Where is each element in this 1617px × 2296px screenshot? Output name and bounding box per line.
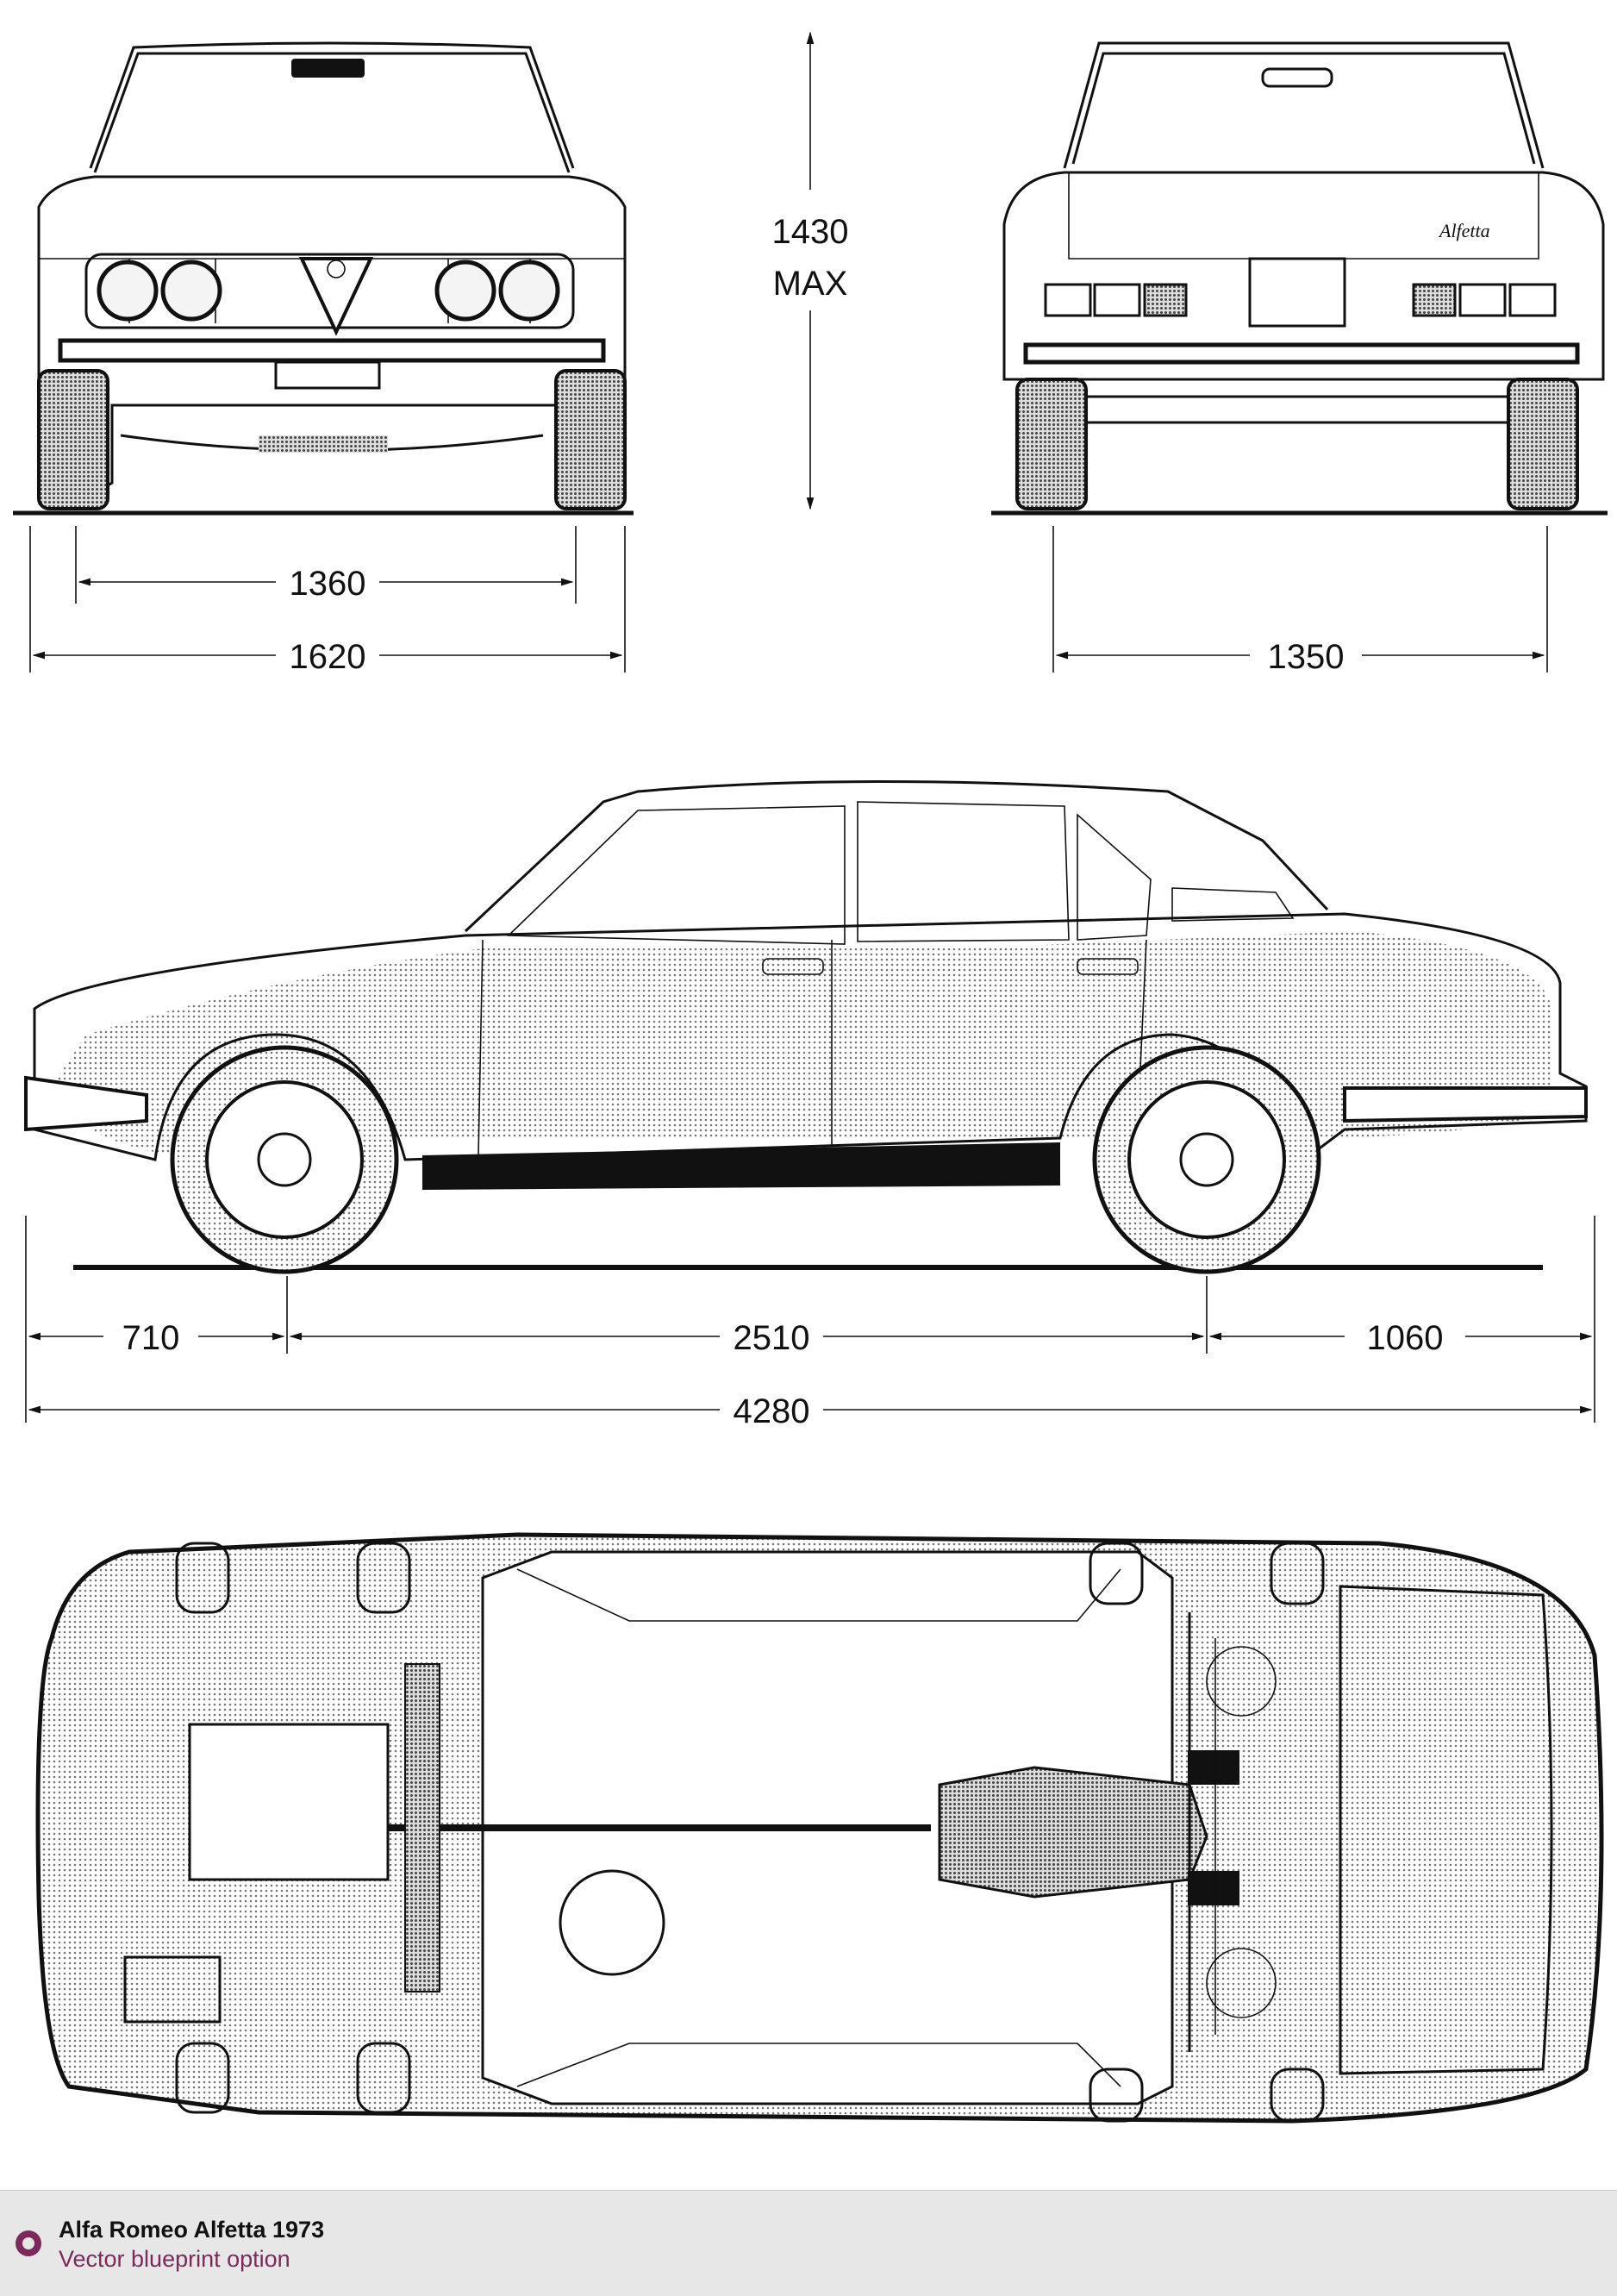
rear-dimensions: 1350 [1052, 526, 1548, 676]
blueprint-drawing: Alfetta 1430 MAX 1360 1620 [13, 31, 1608, 2124]
front-overhang-value: 710 [122, 1319, 180, 1357]
rear-wheel [1092, 1045, 1321, 1274]
side-view [24, 780, 1588, 1274]
length-value: 4280 [734, 1392, 810, 1430]
footer-title: Alfa Romeo Alfetta 1973 [59, 2217, 325, 2243]
rear-overhang-value: 1060 [1367, 1319, 1444, 1357]
footer-subtitle[interactable]: Vector blueprint option [59, 2246, 290, 2272]
steering-wheel [559, 1869, 665, 1976]
height-qualifier: MAX [773, 265, 848, 303]
front-wheel [170, 1045, 399, 1274]
battery [123, 1955, 222, 2024]
tail-lamps [1044, 283, 1557, 317]
rear-view: Alfetta [991, 41, 1608, 516]
headlights [97, 260, 560, 322]
side-dimensions: 710 2510 1060 4280 [25, 1216, 1595, 1430]
wheelbase-value: 2510 [734, 1319, 810, 1357]
footer-bar: Alfa Romeo Alfetta 1973 Vector blueprint… [0, 2190, 1617, 2296]
drivetrain [188, 1612, 1277, 2052]
front-track-value: 1360 [290, 565, 366, 603]
radiator [404, 1663, 440, 1993]
rear-track-value: 1350 [1268, 638, 1345, 676]
front-dimensions: 1360 1620 [29, 526, 626, 676]
circle-logo-icon [16, 2230, 41, 2256]
top-view [35, 1532, 1604, 2124]
height-dimension: 1430 MAX [772, 31, 849, 510]
blueprint-sheet: Alfetta 1430 MAX 1360 1620 [13, 31, 1608, 2124]
width-value: 1620 [290, 638, 366, 676]
height-value: 1430 [772, 213, 849, 251]
front-view [13, 41, 634, 516]
rear-badge: Alfetta [1438, 220, 1490, 241]
